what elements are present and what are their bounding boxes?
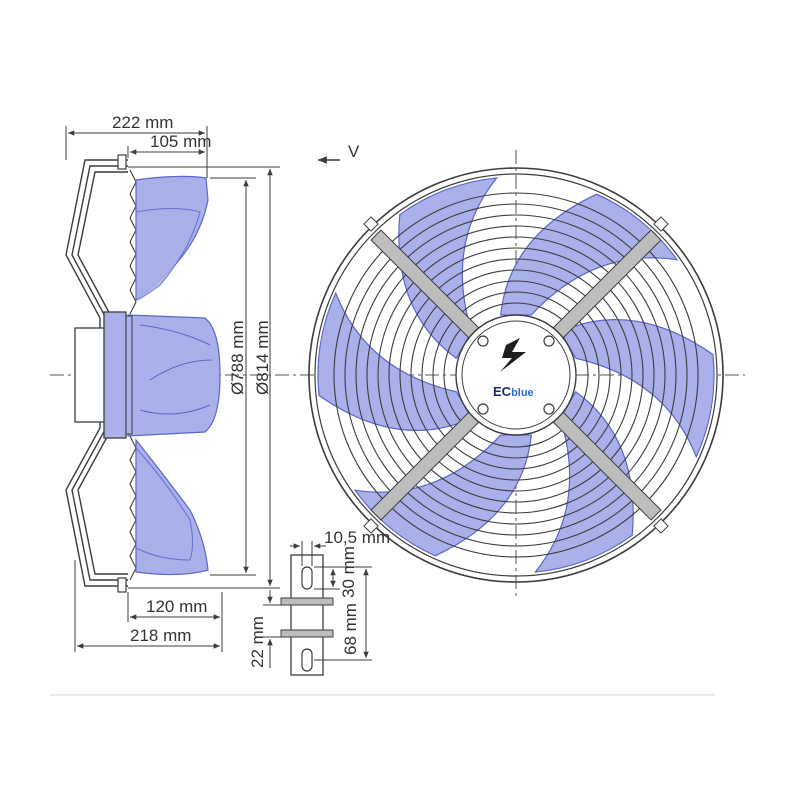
dim-68-label: 68 mm — [341, 603, 360, 655]
guard-wire-ring — [344, 203, 688, 547]
motor-flange — [103, 311, 127, 439]
guard-wire-ring — [377, 236, 655, 514]
dim-222-label: 222 mm — [112, 113, 173, 132]
hub-hole-4 — [543, 403, 555, 415]
mounting-bracket-detail: 10,5 mm 30 mm 68 mm 22 mm — [248, 528, 390, 676]
guard-rim-edge — [129, 169, 137, 581]
bracket-rail-bottom — [280, 629, 334, 638]
hub-inner-ring — [461, 320, 571, 430]
hub-hole-2 — [543, 335, 555, 347]
logo-text-blue: blue — [511, 387, 534, 399]
side-hub-blades — [127, 314, 221, 437]
bracket-slot-bottom — [301, 648, 313, 672]
side-view: 222 mm 105 mm Ø788 mm Ø814 mm 120 mm 218… — [50, 113, 300, 652]
guard-clip-bottom — [117, 577, 127, 593]
rotor-ring — [125, 315, 133, 435]
guard-clip-top — [117, 154, 127, 170]
guard-outer-ring — [308, 167, 724, 583]
guard-wire-ring — [410, 269, 622, 481]
dim-30-label: 30 mm — [339, 546, 358, 598]
guard-wires — [333, 192, 699, 558]
guard-wire-ring — [366, 225, 666, 525]
logo-bolt-icon — [500, 338, 526, 372]
side-blade-2 — [135, 208, 201, 301]
guard-wire-ring — [399, 258, 633, 492]
bracket-slot-top — [301, 566, 313, 590]
side-blade-4 — [135, 446, 193, 561]
guard-wire-ring — [443, 302, 589, 448]
bracket-rail-top — [280, 597, 334, 606]
dim-22-label: 22 mm — [248, 616, 267, 668]
guard-wire-ring — [388, 247, 644, 503]
guard-inner-ring — [314, 173, 718, 577]
guard-wire-ring — [333, 192, 699, 558]
dim-10-5-label: 10,5 mm — [324, 528, 390, 547]
svg-text:ECblue: ECblue — [493, 384, 534, 399]
bar-end-clips — [363, 216, 669, 534]
side-hub-blade-lines — [139, 324, 213, 415]
guard-wire-ring — [421, 280, 611, 470]
dim-105-label: 105 mm — [150, 132, 211, 151]
front-view: ECblue — [300, 150, 745, 600]
hub-hole-1 — [477, 335, 489, 347]
hub-hole-3 — [477, 403, 489, 415]
guard-wire-ring — [432, 291, 600, 459]
logo-text-ec: EC — [493, 384, 512, 399]
front-blade — [353, 434, 533, 557]
dim-218-label: 218 mm — [130, 626, 191, 645]
airflow-indicator: V — [318, 142, 360, 164]
ecblue-logo: ECblue — [493, 338, 534, 399]
hub-disc — [455, 314, 577, 436]
airflow-label: V — [348, 142, 360, 161]
front-blade — [317, 291, 473, 431]
motor-body — [74, 327, 106, 423]
dim-120-label: 120 mm — [146, 597, 207, 616]
dim-814-label: Ø814 mm — [253, 320, 272, 395]
dim-788-label: Ø788 mm — [228, 320, 247, 395]
guard-wire-ring — [355, 214, 677, 536]
front-blade — [499, 193, 679, 316]
front-blade — [559, 319, 715, 459]
